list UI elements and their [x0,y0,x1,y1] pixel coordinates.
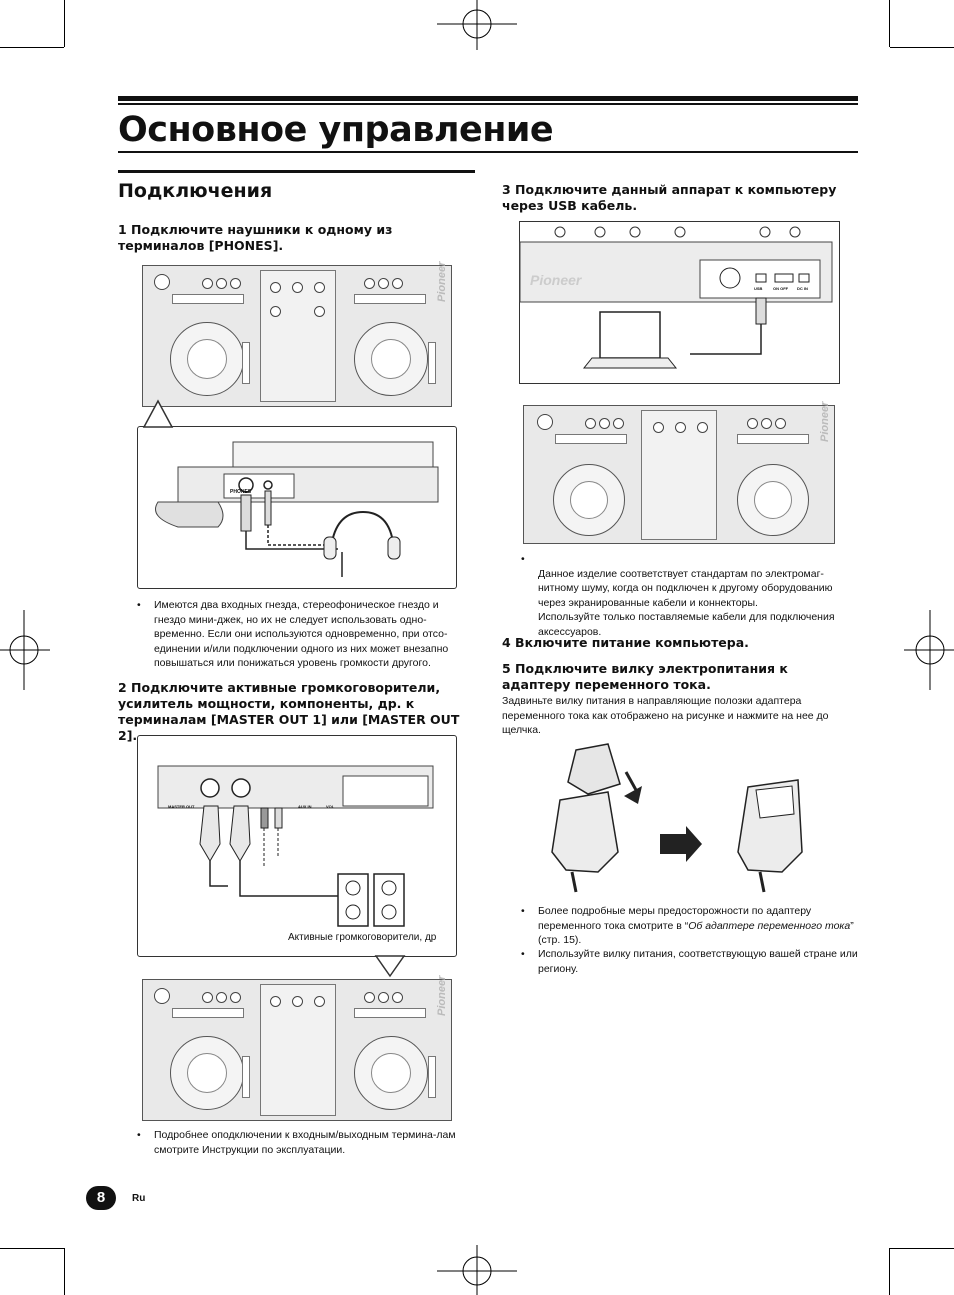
language-tag: Ru [132,1193,146,1204]
plug-bullet: •Используйте вилку питания, соответствую… [521,948,858,975]
header-rule [118,103,858,105]
speakers-caption: Активные громкоговорители, др [288,932,437,943]
step5-heading: 5 Подключите вилку электропитания к адап… [502,661,788,692]
step2-bullet: •Подробнее оподключении к входным/выходн… [137,1129,456,1156]
title-underline [118,151,858,153]
registration-mark-bottom [437,1245,517,1295]
header-rule [118,96,858,101]
step3-bullet: •Данное изделие соответствует стандартам… [521,553,835,638]
step1-bullet: •Имеются два входных гнезда, стереофонич… [137,599,449,669]
page-title: Основное управление [118,110,554,150]
step2-heading: 2 Подключите активные громкоговорители, … [118,680,460,743]
step1-heading: 1 Подключите наушники к одному из термин… [118,222,393,253]
phones-callout: PHONES [137,399,457,589]
adapter-bullet: •Более подробные меры предосторожности п… [521,905,854,946]
controller-figure: Pioneer [523,402,835,544]
page-number: 8 [86,1186,116,1210]
registration-mark-top [437,0,517,50]
step5-text: Задвиньте вилку питания в направляющие п… [502,695,829,736]
registration-mark-left [0,610,50,690]
section-title: Подключения [118,180,273,202]
usb-figure: USB ON OFF DC IN Pioneer [519,221,840,384]
step3-heading: 3 Подключите данный аппарат к компьютеру… [502,182,837,213]
adapter-figure [551,743,803,893]
section-rule [118,170,475,173]
controller-figure: Pioneer [142,976,452,1121]
master-out-callout: MASTER OUT AUX IN VOL Активные громкогов… [137,735,457,978]
registration-mark-right [904,610,954,690]
controller-figure: Pioneer [142,262,452,407]
step4-heading: 4 Включите питание компьютера. [502,635,749,650]
